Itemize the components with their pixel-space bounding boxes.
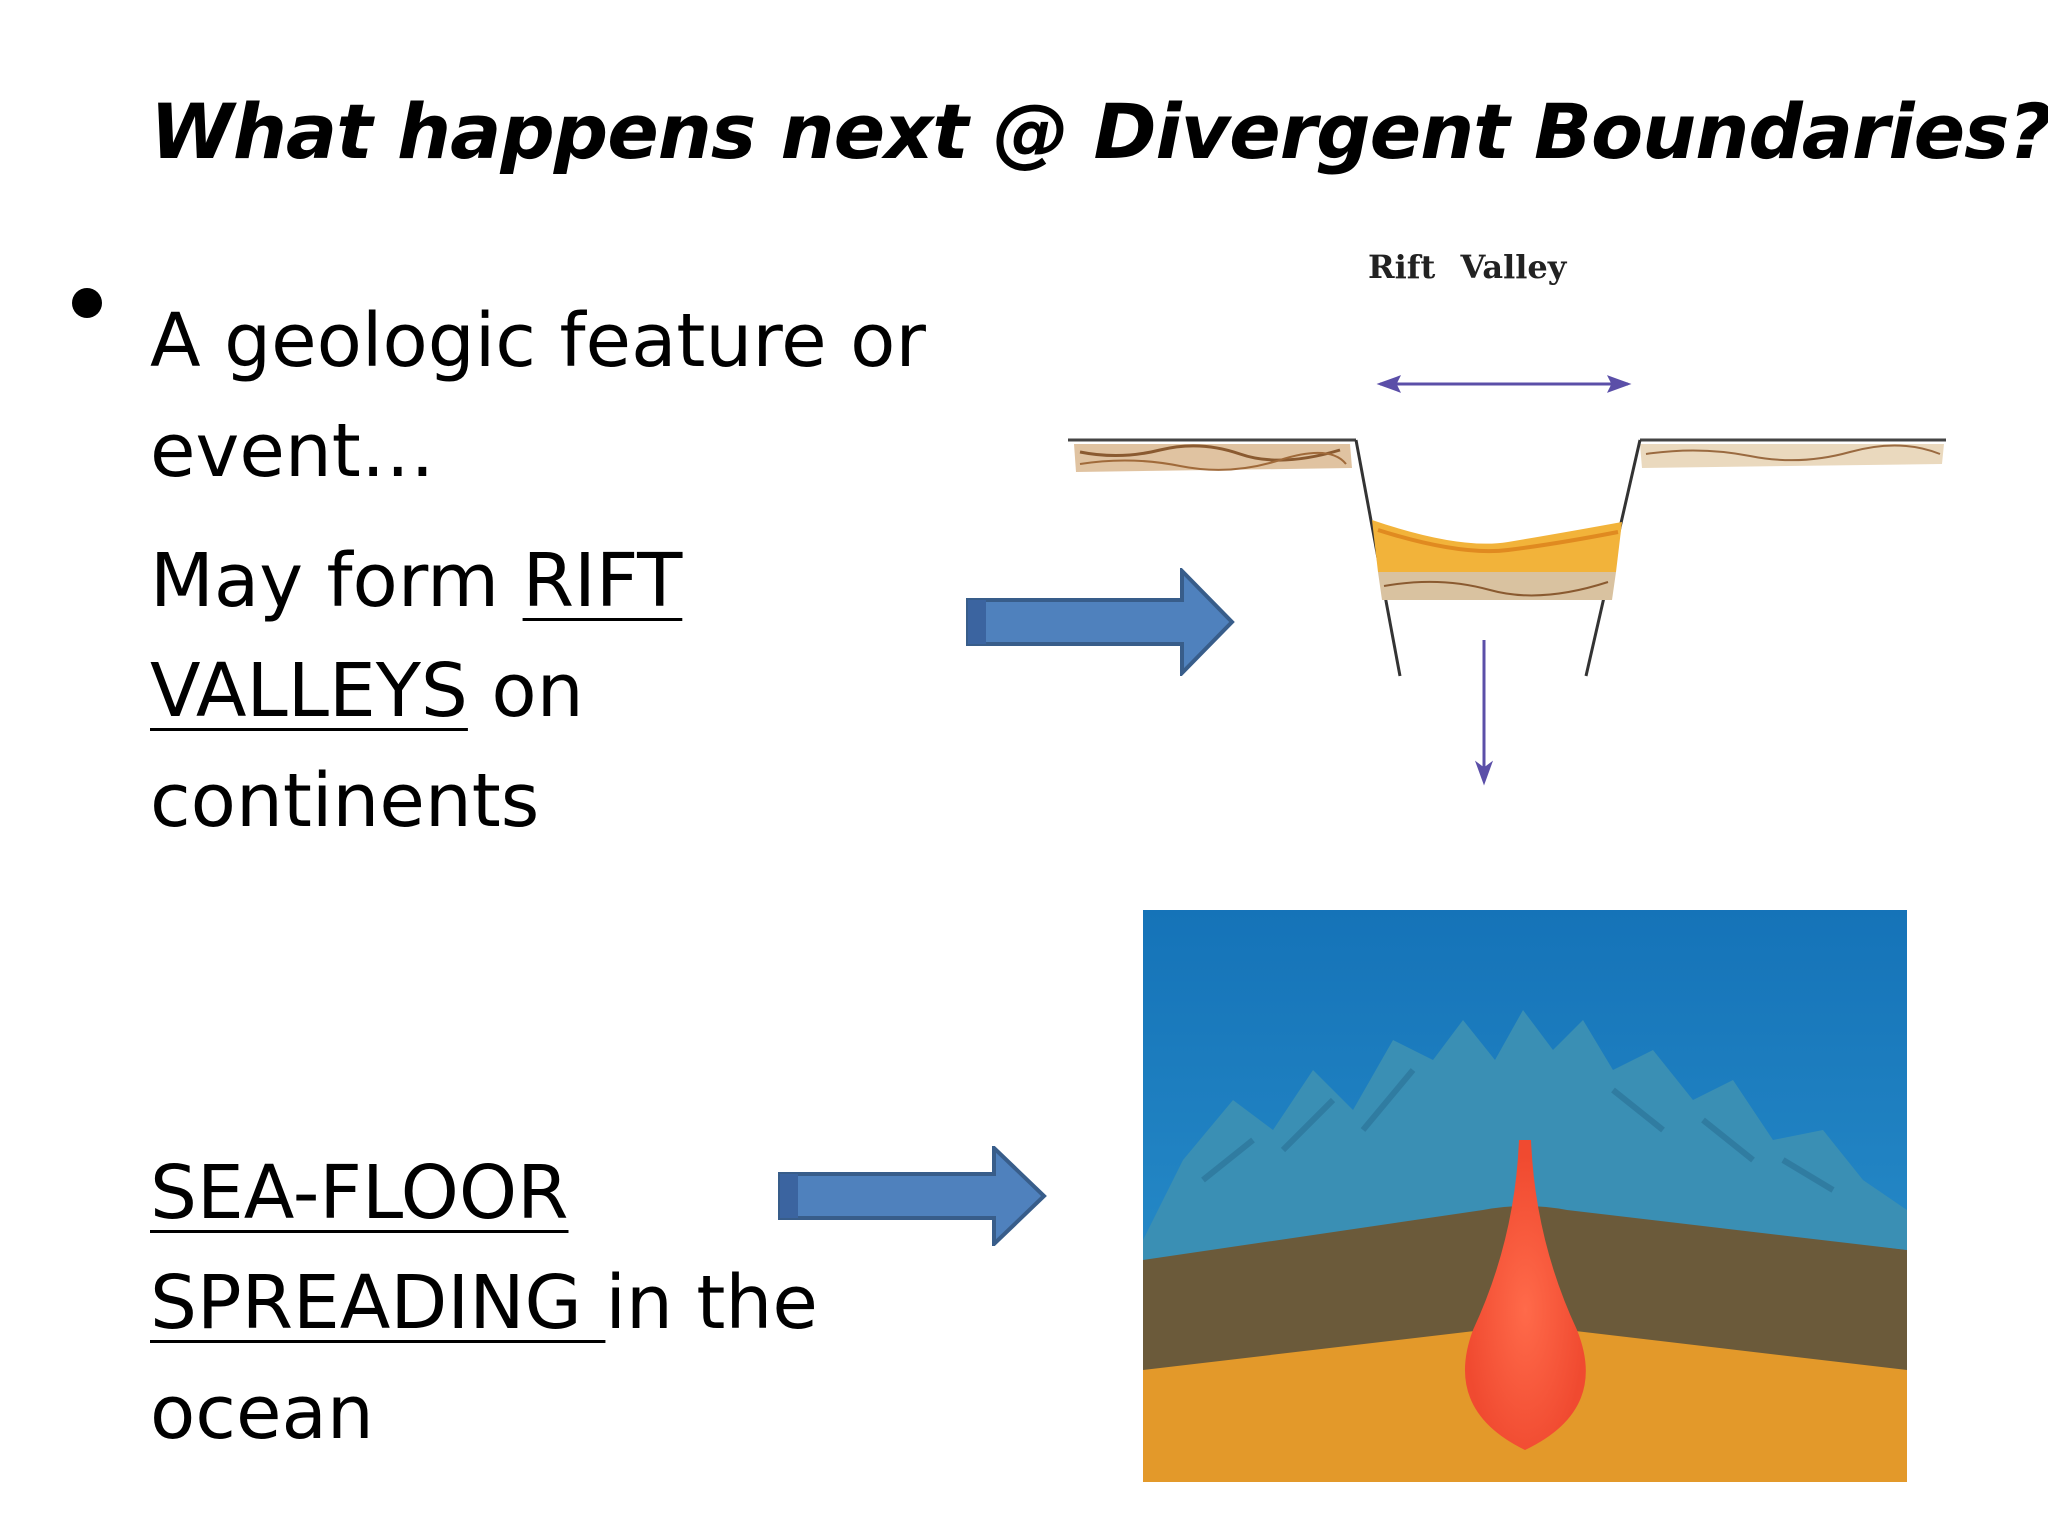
sea-line-2: SPREADING in the <box>150 1248 818 1358</box>
block-arrow-rift <box>966 568 1235 676</box>
sea-suffix: in the <box>605 1260 818 1346</box>
left-surface-layer <box>1068 438 1356 472</box>
subsidence-arrow <box>1474 640 1494 786</box>
slide-title: What happens next @ Divergent Boundaries… <box>150 87 2048 176</box>
rift-line-2: VALLEYS on <box>150 636 584 746</box>
divergence-arrow <box>1376 375 1632 393</box>
rift-valley-diagram <box>1068 375 1946 786</box>
bullet-line-2: event… <box>150 408 435 494</box>
rift-term-2: VALLEYS <box>150 648 468 734</box>
seafloor-spreading-diagram <box>1143 910 1907 1482</box>
valley-sediment <box>1372 520 1622 572</box>
arrow-rift-shape <box>966 568 1235 676</box>
bullet-line-1: A geologic feature or <box>150 298 926 384</box>
rift-valley-label: Rift Valley <box>1368 248 1567 286</box>
block-arrow-seafloor <box>778 1146 1047 1246</box>
sea-line-3: ocean <box>150 1370 374 1456</box>
sea-term-2: SPREADING <box>150 1260 606 1346</box>
arrow-rift-shadow <box>968 600 986 644</box>
right-surface-layer <box>1640 438 1946 468</box>
arrow-seafloor-shadow <box>780 1174 798 1218</box>
arrow-seafloor-shape <box>778 1146 1047 1246</box>
sea-line-1: SEA-FLOOR <box>150 1138 569 1248</box>
rift-term-1: RIFT <box>522 538 683 624</box>
valley-floor-strata <box>1378 572 1616 600</box>
bullet-icon <box>72 288 102 318</box>
sea-term-1: SEA-FLOOR <box>150 1150 569 1236</box>
rift-line-3: continents <box>150 758 540 844</box>
rift-prefix: May form <box>150 538 523 624</box>
rift-line-1: May form RIFT <box>150 526 682 636</box>
magma-conduit <box>1464 1140 1586 1450</box>
ocean-ridge <box>1143 1010 1907 1260</box>
rift-suffix: on <box>467 648 584 734</box>
